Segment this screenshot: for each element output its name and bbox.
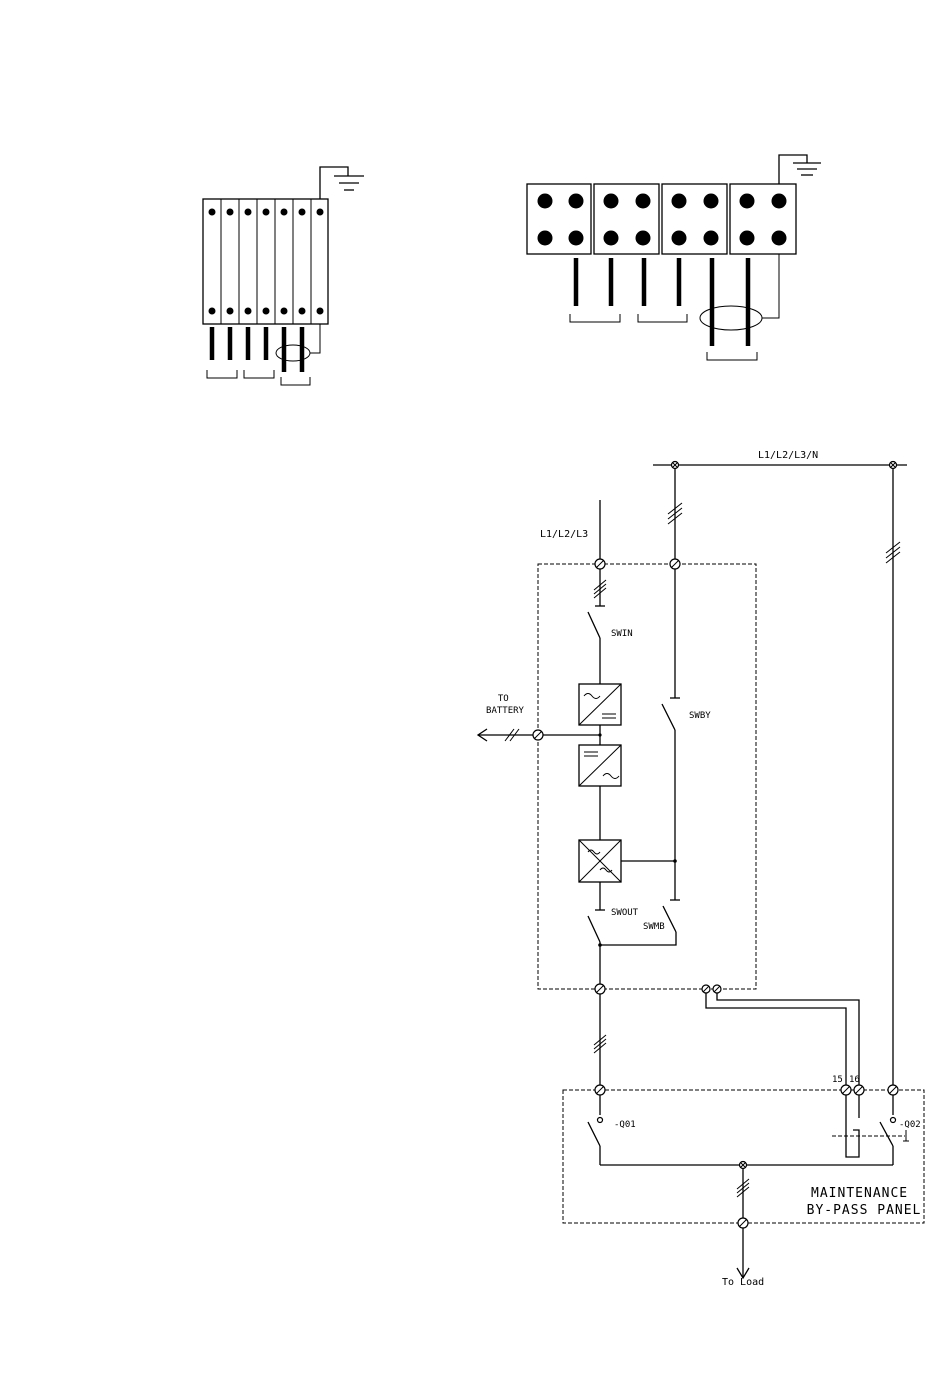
pair-bracket: [207, 370, 237, 378]
inverter-icon: [579, 745, 621, 786]
terminal-icon: [595, 559, 605, 569]
terminal-15-label: 15: [832, 1075, 843, 1085]
terminal-16-label: 16: [849, 1075, 860, 1085]
rectifier-icon: [579, 684, 621, 725]
cable-conductors-right: [576, 258, 748, 346]
static-switch-icon: [579, 840, 621, 882]
terminal-icon: [670, 559, 680, 569]
panel-label: MAINTENANCE BY-PASS PANEL: [807, 1186, 922, 1218]
swout-label: SWOUT: [611, 908, 639, 918]
aux-wire: [706, 993, 846, 1086]
left-terminal-block: [203, 167, 364, 385]
q01-label: -Q01: [614, 1120, 636, 1130]
cable-conductors-left: [212, 327, 302, 372]
terminal-icon: [595, 984, 605, 994]
bus-junction: [672, 462, 679, 469]
pair-bracket: [570, 314, 620, 322]
cable-sheath-ellipse: [700, 306, 762, 330]
panel-label-line: BY-PASS PANEL: [807, 1203, 922, 1218]
terminal-icon: [738, 1218, 748, 1228]
pair-bracket: [638, 314, 687, 322]
battery-label-line: BATTERY: [486, 706, 525, 716]
terminal-icon: [713, 985, 721, 993]
ground-lead-left: [310, 324, 320, 353]
bus-junction: [890, 462, 897, 469]
swin-switch-blade: [588, 612, 600, 638]
terminal-icon: [533, 730, 543, 740]
ground-lead-right: [762, 254, 779, 318]
panel-label-line: MAINTENANCE: [811, 1186, 908, 1201]
aux-wire: [717, 993, 859, 1086]
load-label: To Load: [722, 1277, 764, 1288]
ground-icon: [320, 167, 364, 199]
swmb-label: SWMB: [643, 922, 665, 932]
q02-label: -Q02: [899, 1120, 921, 1130]
battery-label: TO BATTERY: [486, 694, 525, 716]
single-line-diagram: L1/L2/L3/N L1/L2/L3: [478, 450, 924, 1288]
pair-bracket: [707, 352, 757, 360]
ground-icon: [779, 155, 821, 184]
swby-label: SWBY: [689, 711, 711, 721]
battery-label-line: TO: [498, 694, 509, 704]
terminal-icon: [595, 1085, 605, 1095]
terminal-icon: [702, 985, 710, 993]
pair-bracket: [244, 370, 274, 378]
q02-switch-blade: [880, 1122, 893, 1146]
cable-sheath-ellipse: [276, 345, 310, 361]
terminal-icon: [854, 1085, 864, 1095]
swin-label: SWIN: [611, 629, 633, 639]
q01-switch-blade: [588, 1122, 600, 1146]
swby-switch-blade: [662, 704, 675, 730]
bus-junction: [740, 1162, 747, 1169]
swmb-switch-blade: [663, 906, 676, 932]
terminal-screws-bottom: [209, 308, 324, 315]
terminal-icon: [841, 1085, 851, 1095]
swout-switch-blade: [588, 916, 600, 942]
terminal-screws-top: [209, 209, 324, 216]
right-terminal-block: [527, 155, 821, 360]
mains-label: L1/L2/L3/N: [758, 450, 818, 461]
pair-bracket: [281, 377, 310, 385]
input-label: L1/L2/L3: [540, 529, 588, 540]
terminal-icon: [888, 1085, 898, 1095]
